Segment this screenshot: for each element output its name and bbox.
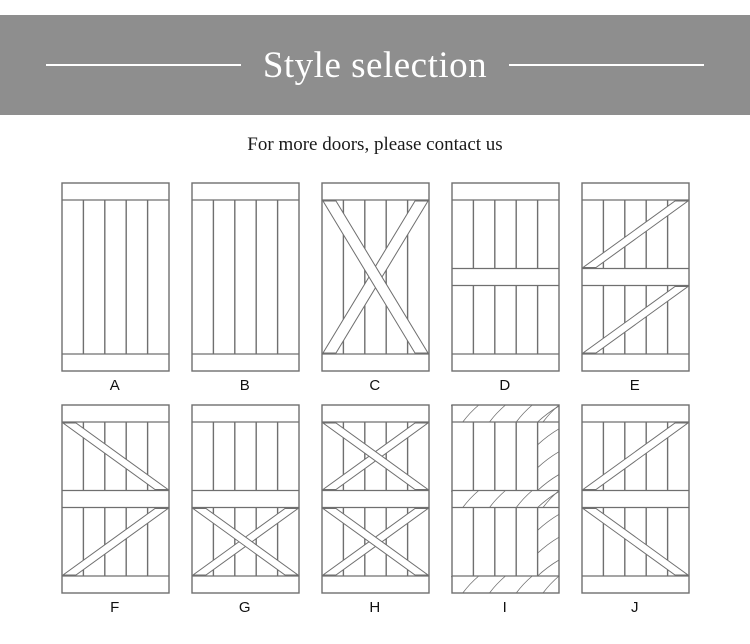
door-style-c-label: C bbox=[369, 377, 381, 394]
door-style-e-diagram bbox=[580, 182, 690, 372]
door-style-f-label: F bbox=[110, 599, 120, 616]
door-style-b[interactable]: B bbox=[190, 182, 300, 394]
door-style-g[interactable]: G bbox=[190, 404, 300, 616]
door-style-d-diagram bbox=[450, 182, 560, 372]
door-style-j[interactable]: J bbox=[580, 404, 690, 616]
header-rule-right bbox=[509, 64, 705, 66]
door-style-i-diagram bbox=[450, 404, 560, 594]
door-style-c-diagram bbox=[320, 182, 430, 372]
door-style-d[interactable]: D bbox=[450, 182, 560, 394]
door-style-b-label: B bbox=[239, 377, 251, 394]
door-row-2: F G H I J bbox=[0, 404, 750, 615]
door-style-j-diagram bbox=[580, 404, 690, 594]
door-style-g-diagram bbox=[190, 404, 300, 594]
door-style-e[interactable]: E bbox=[580, 182, 690, 394]
header-banner: Style selection bbox=[0, 15, 750, 115]
door-style-e-label: E bbox=[629, 377, 641, 394]
door-style-b-diagram bbox=[190, 182, 300, 372]
page-title: Style selection bbox=[262, 44, 488, 86]
door-style-j-label: J bbox=[631, 599, 639, 616]
door-row-1: A B C D E bbox=[0, 182, 750, 393]
door-style-i-label: I bbox=[502, 599, 508, 616]
door-style-d-label: D bbox=[499, 377, 511, 394]
door-style-c[interactable]: C bbox=[320, 182, 430, 394]
door-style-f[interactable]: F bbox=[60, 404, 170, 616]
door-style-h[interactable]: H bbox=[320, 404, 430, 616]
door-style-a-diagram bbox=[60, 182, 170, 372]
door-style-a[interactable]: A bbox=[60, 182, 170, 394]
door-style-a-label: A bbox=[109, 377, 121, 394]
subtitle-text: For more doors, please contact us bbox=[247, 134, 503, 155]
door-style-i[interactable]: I bbox=[450, 404, 560, 616]
header-rule-left bbox=[45, 64, 241, 66]
door-style-h-label: H bbox=[369, 599, 381, 616]
door-style-g-label: G bbox=[238, 599, 252, 616]
door-style-grid: A B C D E F G H I J bbox=[0, 182, 750, 615]
door-style-h-diagram bbox=[320, 404, 430, 594]
door-style-f-diagram bbox=[60, 404, 170, 594]
